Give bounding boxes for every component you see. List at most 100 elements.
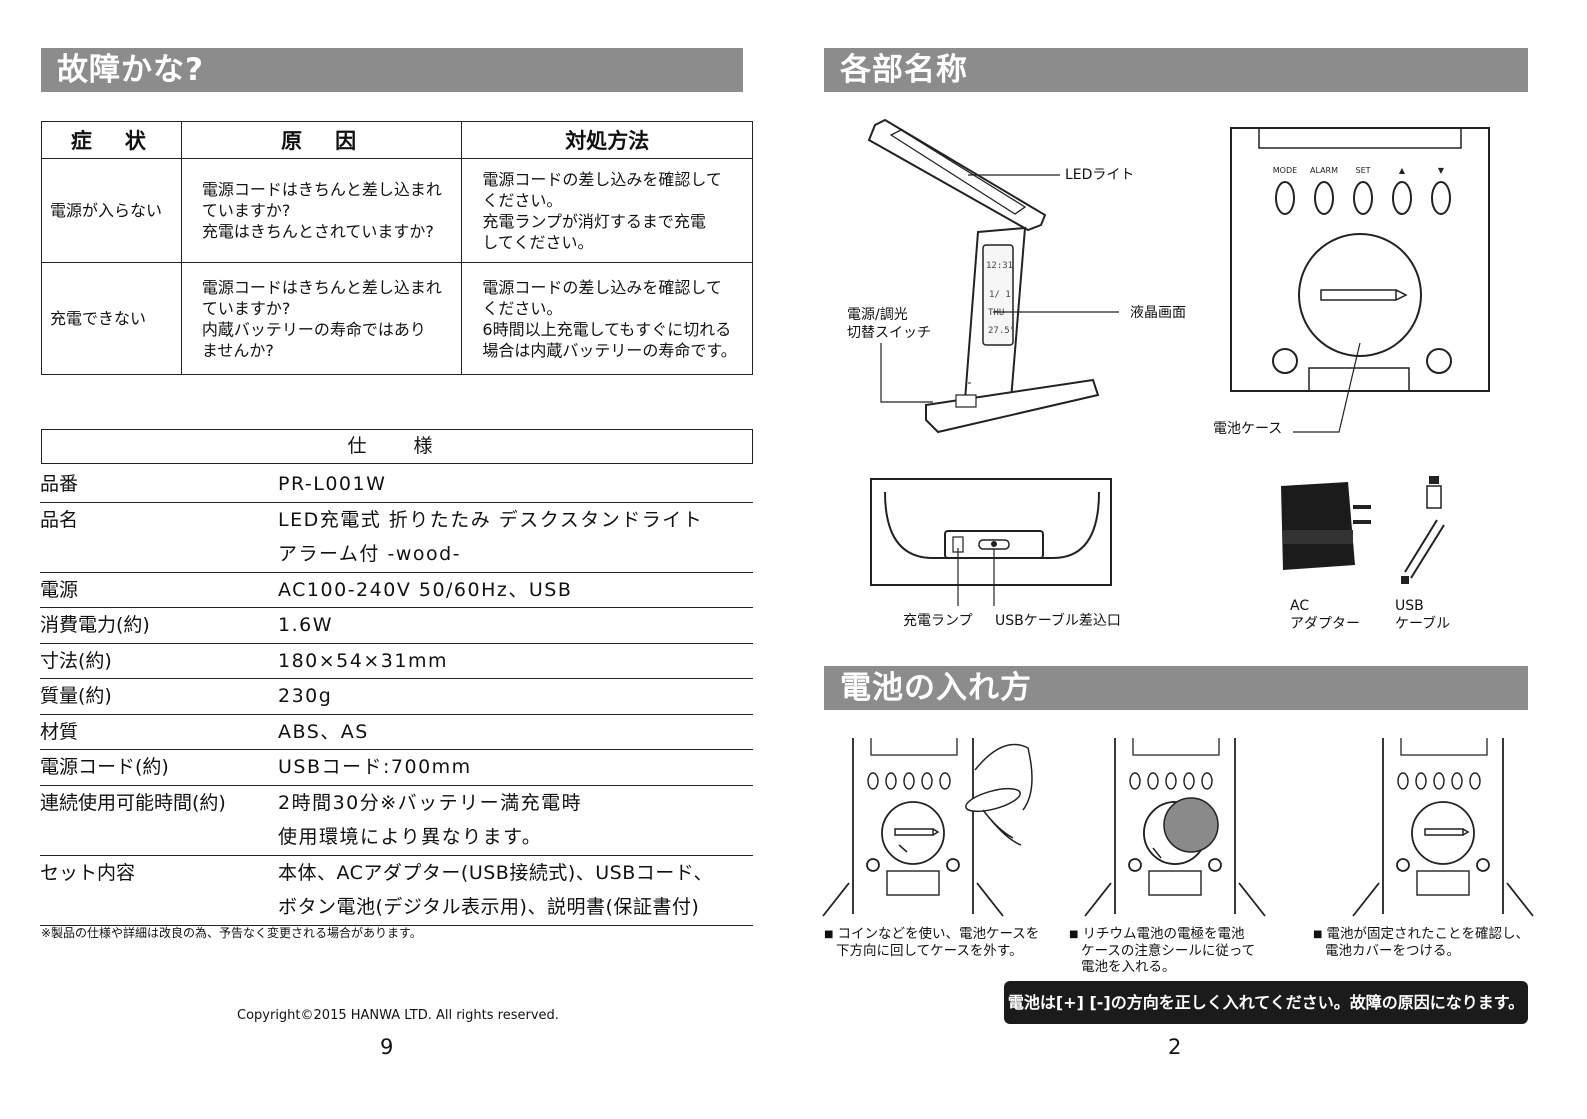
up-button-label: ▲ [1399,166,1406,175]
spec-list: 品番 PR-L001W 品名 LED充電式 折りたたみ デスクスタンドライト ア… [40,467,753,926]
alarm-button-label: ALARM [1310,166,1338,175]
spec-row: 消費電力(約) 1.6W [40,608,753,644]
spec-label: 消費電力(約) [40,614,150,636]
spec-label: 連続使用可能時間(約) [40,791,226,814]
spec-note: ※製品の仕様や詳細は改良の為、予告なく変更される場合があります。 [41,926,422,940]
right-page: 各部名称 12:31 1/ 1 THU 27.5° [793,0,1587,1119]
copyright: Copyright©2015 HANWA LTD. All rights res… [237,1008,559,1023]
remedy-line: ください。 [482,298,563,318]
battery-header: 電池の入れ方 [824,666,1528,710]
spec-value: 本体、ACアダプター(USB接続式)、USBコード、 [278,861,714,884]
spec-label: 電源 [40,578,79,601]
col-remedy: 対処方法 [461,121,753,159]
col-symptom: 症 状 [41,121,182,159]
spec-label: 質量(約) [40,685,112,707]
spec-row: 品名 LED充電式 折りたたみ デスクスタンドライト アラーム付 -wood- [40,503,753,573]
spec-row: 品番 PR-L001W [40,467,753,503]
spec-value: 230g [278,685,333,707]
cause-line: 内蔵バッテリーの寿命ではあり [201,319,426,339]
spec-value: AC100-240V 50/60Hz、USB [278,578,573,601]
step3-line: 電池が固定されたことを確認し、 [1326,926,1529,942]
switch-label-2: 切替スイッチ [847,325,931,341]
spec-value: 使用環境により異なります。 [278,826,543,848]
cause-line: 充電はきちんとされていますか? [201,222,434,241]
spec-value: 1.6W [278,614,334,636]
remedy-line: 充電ランプが消灯するまで充電 [482,211,706,231]
spec-label: 品名 [40,508,79,531]
step3-panel [1352,737,1534,917]
switch-label-1: 電源/調光 [847,307,908,323]
symptom-cell: 電源が入らない [41,158,182,263]
led-light-label: LEDライト [1065,167,1135,183]
spec-row: 電源コード(約) USBコード:700mm [40,750,753,786]
symptom-cell: 充電できない [41,262,182,375]
spec-value: 2時間30分※バッテリー満充電時 [278,791,583,814]
trouble-header: 故障かな? [41,48,743,92]
lcd-day: THU [988,308,1004,318]
spec-row: 寸法(約) 180×54×31mm [40,644,753,679]
battery-warning: 電池は[+] [-]の方向を正しく入れてください。故障の原因になります。 [1004,981,1528,1024]
cause-line: 電源コードはきちんと差し込まれ [201,277,442,297]
ac-label-2: アダプター [1290,616,1360,632]
step1-panel [822,737,1004,917]
spec-value: USBコード:700mm [278,756,472,778]
spec-value: LED充電式 折りたたみ デスクスタンドライト [278,508,704,531]
cause-line: ませんか? [201,340,274,360]
spec-row: 電源 AC100-240V 50/60Hz、USB [40,573,753,608]
step1-line: コインなどを使い、電池ケースを [837,926,1040,942]
cause-line: ていますか? [201,298,291,318]
mode-button-label: MODE [1273,166,1297,175]
left-page: 故障かな? 症 状 原 因 対処方法 電源が入らない 電源コードはきちんと差し込… [0,0,793,1119]
spec-label: 寸法(約) [40,649,112,672]
remedy-line: 電源コードの差し込みを確認して [482,169,722,189]
lcd-time: 12:31 [986,261,1013,271]
usb-cable-label-2: ケーブル [1395,616,1451,632]
battery-steps-illustration [822,737,1534,917]
spec-row: 質量(約) 230g [40,679,753,715]
step1-note: ■コインなどを使い、電池ケースを 下方向に回してケースを外す。 [824,926,1040,959]
step3-line: 電池カバーをつける。 [1325,943,1460,959]
spec-label: 材質 [40,720,79,743]
usb-port-label: USBケーブル差込口 [995,613,1121,629]
cause-line: 電源コードはきちんと差し込まれ [201,180,442,199]
spec-row: 連続使用可能時間(約) 2時間30分※バッテリー満充電時 使用環境により異なりま… [40,786,753,856]
spec-value: 180×54×31mm [278,649,448,672]
table-row: 電源が入らない 電源コードはきちんと差し込まれ ていますか? 充電はきちんとされ… [41,158,753,263]
spec-value: PR-L001W [278,473,387,495]
remedy-line: 6時間以上充電してもすぐに切れる [482,319,732,339]
battery-case-label: 電池ケース [1213,421,1283,437]
cause-line: ていますか? [201,201,291,220]
ac-label-1: AC [1290,598,1310,614]
spec-value: ボタン電池(デジタル表示用)、説明書(保証書付) [278,896,700,918]
col-cause: 原 因 [180,121,463,159]
trouble-table: 症 状 原 因 対処方法 電源が入らない 電源コードはきちんと差し込まれ ていま… [41,121,753,375]
remedy-cell: 電源コードの差し込みを確認して ください。 6時間以上充電してもすぐに切れる 場… [461,262,753,375]
spec-value: アラーム付 -wood- [278,543,462,565]
step2-note: ■リチウム電池の電極を電池 ケースの注意シールに従って 電池を入れる。 [1069,926,1256,975]
step1-line: 下方向に回してケースを外す。 [836,943,1023,959]
spec-label: 電源コード(約) [40,756,169,778]
step3-note: ■電池が固定されたことを確認し、 電池カバーをつける。 [1313,926,1529,959]
down-button-label: ▼ [1438,166,1445,175]
page-number: 2 [1168,1035,1182,1059]
spec-value: ABS、AS [278,720,369,743]
lcd-date: 1/ 1 [989,290,1011,300]
lcd-label: 液晶画面 [1130,305,1186,321]
cause-cell: 電源コードはきちんと差し込まれ ていますか? 充電はきちんとされていますか? [180,158,463,263]
table-row: 充電できない 電源コードはきちんと差し込まれ ていますか? 内蔵バッテリーの寿命… [41,262,753,375]
spec-label: セット内容 [40,861,136,884]
cause-cell: 電源コードはきちんと差し込まれ ていますか? 内蔵バッテリーの寿命ではあり ませ… [180,262,463,375]
usb-cable-label-1: USB [1395,598,1424,614]
lamp-illustration: 12:31 1/ 1 THU 27.5° MODE [867,118,1490,606]
charge-lamp-label: 充電ランプ [903,613,973,629]
remedy-line: してください。 [482,232,594,252]
remedy-line: 電源コードの差し込みを確認して [482,277,722,297]
spec-title: 仕 様 [41,429,753,464]
step2-line: 電池を入れる。 [1081,959,1176,975]
page-number: 9 [380,1035,394,1059]
spec-row: セット内容 本体、ACアダプター(USB接続式)、USBコード、 ボタン電池(デ… [40,856,753,926]
remedy-line: ください。 [482,190,563,210]
spec-label: 品番 [40,473,79,495]
set-button-label: SET [1355,166,1370,175]
step2-line: リチウム電池の電極を電池 [1082,926,1245,942]
